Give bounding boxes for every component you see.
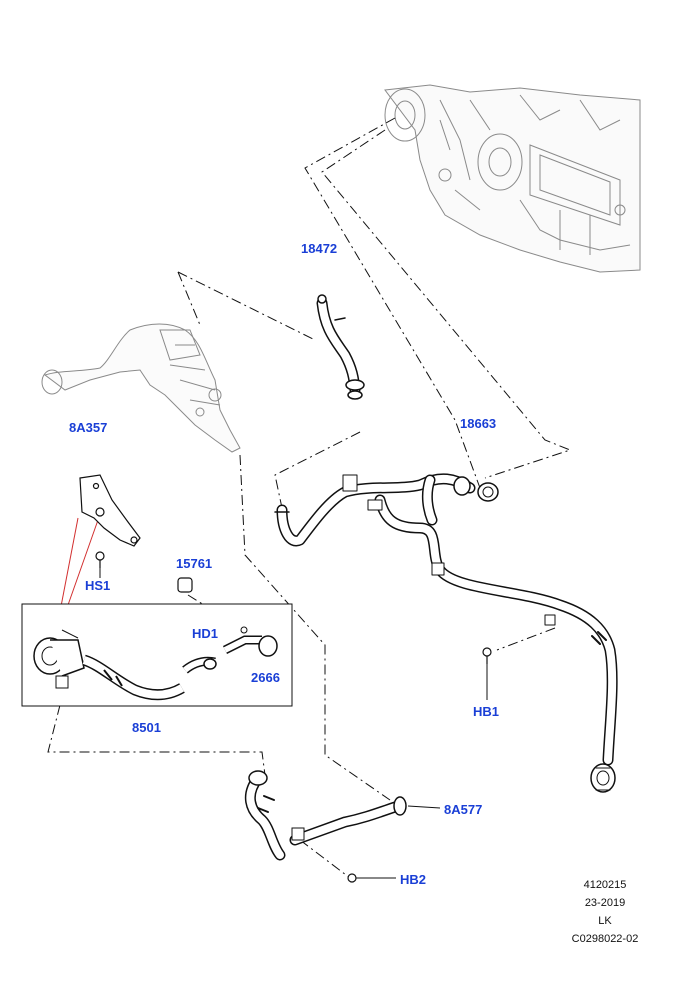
screw-hs1-icon — [95, 551, 105, 561]
callout-15761[interactable]: 15761 — [176, 556, 213, 571]
engine-bracket-illustration — [41, 323, 241, 453]
reference-date: 23-2019 — [584, 897, 626, 909]
reference-code: 4120215 — [583, 879, 627, 891]
water-pump-illustration — [21, 603, 293, 707]
lower-hose-illustration — [244, 770, 407, 861]
screw-hb1-icon — [482, 647, 492, 657]
upper-hose-illustration — [316, 294, 365, 400]
screw-hb2-icon — [347, 873, 357, 883]
callout-8a577[interactable]: 8A577 — [444, 802, 483, 817]
callout-leaders — [99, 568, 488, 879]
heater-hose-illustration — [274, 473, 618, 793]
callout-hb1[interactable]: HB1 — [473, 704, 500, 719]
callout-hb2[interactable]: HB2 — [400, 872, 427, 887]
callout-18472[interactable]: 18472 — [301, 241, 338, 256]
hardware-illustrations — [95, 551, 492, 883]
callout-8a357[interactable]: 8A357 — [69, 420, 108, 435]
bracket-8a357-illustration — [79, 474, 141, 547]
callout-18663[interactable]: 18663 — [460, 416, 497, 431]
clip-15761-icon — [177, 577, 193, 593]
callout-2666[interactable]: 2666 — [251, 670, 280, 685]
hvac-unit-illustration — [384, 84, 641, 273]
reference-drawing: C0298022-02 — [571, 933, 639, 945]
reference-initials: LK — [598, 915, 612, 927]
callout-hs1[interactable]: HS1 — [85, 578, 111, 593]
callout-hd1[interactable]: HD1 — [192, 626, 219, 641]
callout-8501[interactable]: 8501 — [132, 720, 161, 735]
